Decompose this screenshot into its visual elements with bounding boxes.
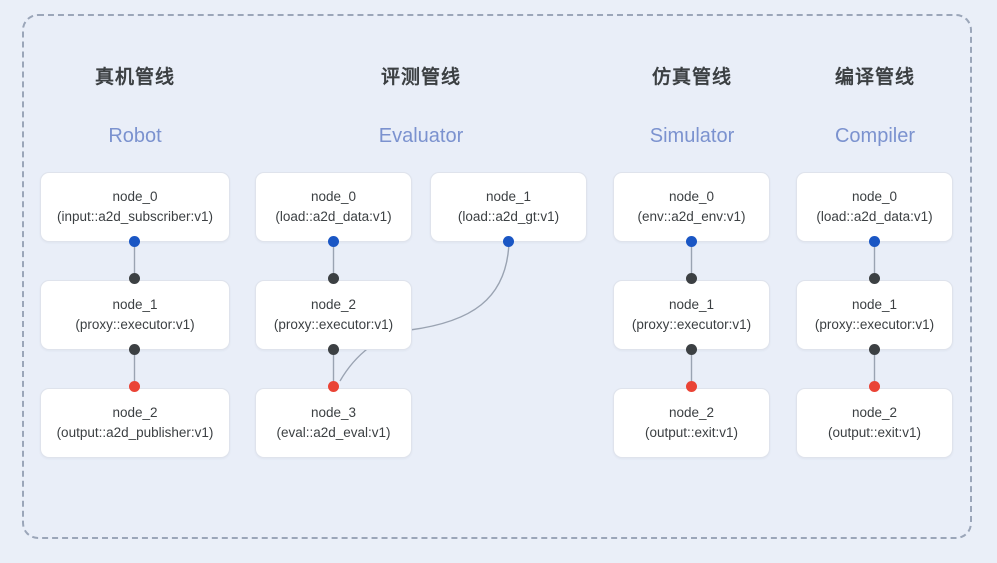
- node-label-name: node_0: [851, 189, 898, 205]
- port-input-black-icon: [686, 273, 697, 284]
- node-label-type: (proxy::executor:v1): [273, 317, 394, 332]
- column-title-robot: 真机管线: [94, 67, 175, 88]
- column-subtitle-compiler: Compiler: [834, 125, 916, 147]
- node-label-name: node_2: [851, 405, 898, 421]
- node-label-type: (eval::a2d_eval:v1): [276, 425, 391, 440]
- node-robot-1[interactable]: node_1 (proxy::executor:v1): [40, 280, 230, 350]
- column-title-evaluator: 评测管线: [380, 67, 461, 88]
- port-output-blue-icon: [869, 236, 880, 247]
- node-label-name: node_1: [851, 297, 898, 313]
- node-label-name: node_2: [310, 297, 357, 313]
- node-label-type: (proxy::executor:v1): [814, 317, 935, 332]
- node-robot-0[interactable]: node_0 (input::a2d_subscriber:v1): [40, 172, 230, 242]
- port-input-black-icon: [328, 273, 339, 284]
- node-label-name: node_0: [668, 189, 715, 205]
- diagram-frame: [22, 14, 972, 539]
- node-compiler-1[interactable]: node_1 (proxy::executor:v1): [796, 280, 953, 350]
- port-input-red-icon: [129, 381, 140, 392]
- node-label-name: node_1: [112, 297, 158, 313]
- node-compiler-0[interactable]: node_0 (load::a2d_data:v1): [796, 172, 953, 242]
- node-simulator-2[interactable]: node_2 (output::exit:v1): [613, 388, 770, 458]
- node-label-name: node_1: [485, 189, 532, 205]
- node-label-type: (output::exit:v1): [644, 425, 739, 440]
- node-label-type: (input::a2d_subscriber:v1): [56, 209, 214, 224]
- node-label-type: (proxy::executor:v1): [631, 317, 752, 332]
- port-output-blue-icon: [129, 236, 140, 247]
- node-label-name: node_1: [668, 297, 715, 313]
- port-output-black-icon: [129, 344, 140, 355]
- port-input-red-icon: [686, 381, 697, 392]
- port-input-red-icon: [869, 381, 880, 392]
- node-label-name: node_0: [310, 189, 357, 205]
- node-label-name: node_0: [112, 189, 158, 205]
- node-label-type: (load::a2d_gt:v1): [457, 209, 560, 224]
- node-label-name: node_3: [310, 405, 357, 421]
- port-output-black-icon: [686, 344, 697, 355]
- node-robot-2[interactable]: node_2 (output::a2d_publisher:v1): [40, 388, 230, 458]
- node-evaluator-2[interactable]: node_2 (proxy::executor:v1): [255, 280, 412, 350]
- node-label-name: node_2: [668, 405, 715, 421]
- node-simulator-1[interactable]: node_1 (proxy::executor:v1): [613, 280, 770, 350]
- node-label-type: (load::a2d_data:v1): [275, 209, 392, 224]
- node-label-type: (load::a2d_data:v1): [816, 209, 933, 224]
- node-evaluator-3[interactable]: node_3 (eval::a2d_eval:v1): [255, 388, 412, 458]
- node-evaluator-1[interactable]: node_1 (load::a2d_gt:v1): [430, 172, 587, 242]
- port-input-black-icon: [869, 273, 880, 284]
- node-label-name: node_2: [112, 405, 158, 421]
- node-label-type: (proxy::executor:v1): [75, 317, 195, 332]
- column-subtitle-evaluator: Evaluator: [378, 125, 464, 147]
- node-label-type: (output::exit:v1): [827, 425, 922, 440]
- column-subtitle-robot: Robot: [108, 125, 162, 147]
- node-evaluator-0[interactable]: node_0 (load::a2d_data:v1): [255, 172, 412, 242]
- column-title-simulator: 仿真管线: [651, 67, 732, 88]
- port-output-blue-icon: [328, 236, 339, 247]
- port-output-blue-icon: [686, 236, 697, 247]
- port-output-black-icon: [869, 344, 880, 355]
- port-output-blue-icon: [503, 236, 514, 247]
- port-input-red-icon: [328, 381, 339, 392]
- node-compiler-2[interactable]: node_2 (output::exit:v1): [796, 388, 953, 458]
- port-output-black-icon: [328, 344, 339, 355]
- node-label-type: (env::a2d_env:v1): [637, 209, 746, 224]
- column-title-compiler: 编译管线: [834, 67, 915, 88]
- port-input-black-icon: [129, 273, 140, 284]
- node-simulator-0[interactable]: node_0 (env::a2d_env:v1): [613, 172, 770, 242]
- column-subtitle-simulator: Simulator: [649, 125, 735, 147]
- node-label-type: (output::a2d_publisher:v1): [56, 425, 214, 440]
